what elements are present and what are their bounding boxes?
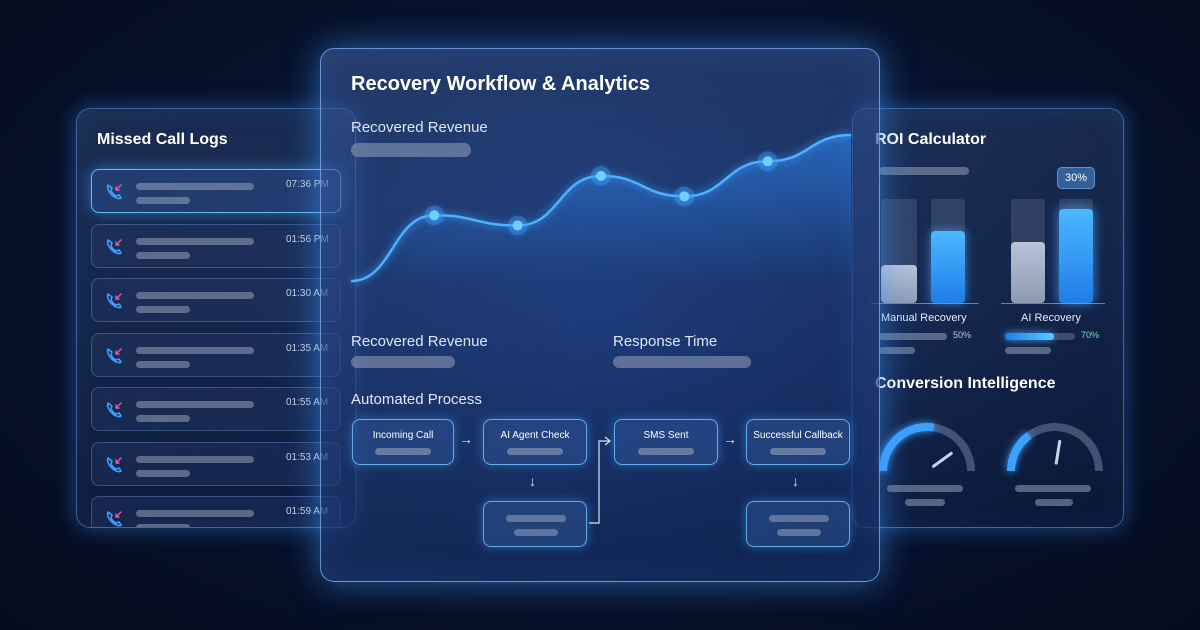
missed-call-icon bbox=[106, 293, 122, 309]
missed-call-icon bbox=[106, 347, 122, 363]
chart-point bbox=[596, 170, 606, 181]
missed-call-logs-panel: Missed Call Logs 07:36 PM 01:56 PM 01:30 A… bbox=[76, 108, 356, 528]
ai-bar-fill-2 bbox=[1059, 209, 1093, 303]
call-time: 01:56 PM bbox=[286, 233, 329, 245]
response-time-label: Response Time bbox=[613, 333, 718, 350]
branch-bar-1 bbox=[506, 515, 566, 522]
arrow-right-1: → bbox=[459, 431, 473, 447]
step-successful-callback-label: Successful Callback bbox=[753, 430, 843, 441]
caller-name-placeholder bbox=[136, 292, 254, 299]
manual-percent-label: 50% bbox=[953, 330, 972, 340]
callback-branch-bar-2 bbox=[777, 529, 821, 536]
step-sms-sent-bar bbox=[638, 448, 694, 455]
chart-markers bbox=[424, 151, 778, 236]
chart-point bbox=[512, 220, 523, 231]
step-ai-agent-check-label: AI Agent Check bbox=[500, 430, 570, 441]
caller-name-placeholder bbox=[136, 183, 254, 190]
conversion-gauges bbox=[879, 423, 1103, 506]
caller-name-placeholder bbox=[136, 346, 254, 354]
manual-bar-fill-1 bbox=[881, 265, 917, 303]
recovered-revenue-label: Recovered Revenue bbox=[351, 333, 488, 350]
manual-baseline bbox=[871, 303, 979, 304]
caller-name-placeholder bbox=[136, 455, 254, 463]
arrow-right-2: → bbox=[723, 431, 737, 447]
caller-detail-placeholder bbox=[136, 197, 190, 204]
missed-call-icon bbox=[106, 184, 122, 200]
callback-branch-bar-1 bbox=[769, 515, 829, 522]
chart-point bbox=[429, 210, 440, 221]
automated-process-title: Automated Process bbox=[351, 391, 482, 408]
step-ai-agent-check[interactable]: AI Agent Check bbox=[483, 419, 587, 465]
branch-bar-2 bbox=[514, 529, 558, 536]
caller-detail-placeholder bbox=[136, 251, 190, 259]
missed-call-row[interactable]: 01:56 PM bbox=[91, 223, 341, 268]
missed-call-icon bbox=[106, 511, 122, 527]
roi-calculator-panel: ROI Calculator Manual Recovery 50% 30% A… bbox=[852, 108, 1124, 528]
ai-sub-bar bbox=[1005, 347, 1051, 354]
gauge-2 bbox=[1007, 423, 1103, 506]
arrow-down-2: ↓ bbox=[792, 473, 799, 489]
recovered-revenue-value-placeholder bbox=[351, 356, 455, 368]
missed-call-icon bbox=[106, 238, 122, 254]
manual-bar-fill-2 bbox=[931, 231, 965, 303]
missed-call-row[interactable]: 01:53 AM bbox=[91, 441, 341, 486]
arrow-down-1: ↓ bbox=[529, 473, 536, 489]
missed-call-row[interactable]: 01:59 AM bbox=[91, 496, 341, 527]
caller-detail-placeholder bbox=[136, 469, 190, 477]
caller-detail-placeholder bbox=[136, 415, 190, 422]
chart-label: Recovered Revenue bbox=[351, 119, 488, 136]
caller-name-placeholder bbox=[136, 401, 254, 408]
manual-progress-track bbox=[879, 333, 947, 340]
missed-call-logs-title: Missed Call Logs bbox=[97, 131, 228, 148]
caller-detail-placeholder bbox=[136, 360, 190, 368]
missed-call-row[interactable]: 07:36 PM bbox=[91, 169, 341, 213]
step-sms-sent[interactable]: SMS Sent bbox=[614, 419, 718, 465]
roi-subtitle-placeholder bbox=[879, 167, 969, 175]
call-time: 01:59 AM bbox=[286, 506, 329, 517]
chart-point bbox=[762, 156, 773, 167]
chart-area-fill bbox=[351, 135, 851, 281]
missed-call-icon bbox=[106, 402, 122, 418]
missed-call-row[interactable]: 01:30 AM bbox=[91, 278, 341, 322]
ai-percent-label: 70% bbox=[1081, 330, 1100, 340]
ai-progress-fill bbox=[1005, 333, 1054, 340]
call-time: 07:36 PM bbox=[286, 179, 329, 190]
step-ai-agent-check-bar bbox=[507, 448, 563, 455]
step-ai-agent-branch[interactable] bbox=[483, 501, 587, 547]
step-successful-callback-bar bbox=[770, 448, 826, 455]
recovery-workflow-title: Recovery Workflow & Analytics bbox=[351, 73, 650, 95]
step-sms-sent-label: SMS Sent bbox=[643, 430, 689, 441]
step-successful-callback[interactable]: Successful Callback bbox=[746, 419, 850, 465]
step-incoming-call-label: Incoming Call bbox=[372, 430, 434, 441]
chart-value-placeholder bbox=[351, 143, 471, 157]
call-time: 01:30 AM bbox=[286, 288, 329, 299]
ai-baseline bbox=[1001, 303, 1105, 304]
revenue-area-chart bbox=[350, 133, 852, 283]
ai-bar-fill-1 bbox=[1011, 242, 1045, 303]
missed-call-icon bbox=[106, 456, 122, 472]
step-incoming-call[interactable]: Incoming Call bbox=[352, 419, 454, 465]
chart-point bbox=[679, 191, 690, 202]
gauge-1 bbox=[879, 423, 975, 506]
manual-recovery-label: Manual Recovery bbox=[881, 312, 967, 324]
call-time: 01:53 AM bbox=[286, 451, 329, 463]
missed-call-row[interactable]: 01:55 AM bbox=[91, 387, 341, 431]
caller-name-placeholder bbox=[136, 510, 254, 517]
conversion-intelligence-title: Conversion Intelligence bbox=[875, 375, 1056, 392]
caller-detail-placeholder bbox=[136, 306, 190, 313]
roi-calculator-title: ROI Calculator bbox=[875, 131, 987, 148]
recovery-workflow-panel: Recovery Workflow & Analytics Recovered … bbox=[320, 48, 880, 582]
call-time: 01:55 AM bbox=[286, 397, 329, 408]
call-time: 01:35 AM bbox=[286, 342, 329, 354]
caller-name-placeholder bbox=[136, 237, 254, 245]
response-time-value-placeholder bbox=[613, 356, 751, 368]
missed-call-row[interactable]: 01:35 AM bbox=[91, 332, 341, 377]
step-incoming-call-bar bbox=[375, 448, 431, 455]
ai-uplift-badge: 30% bbox=[1057, 167, 1095, 189]
ai-recovery-label: AI Recovery bbox=[1021, 312, 1081, 324]
caller-detail-placeholder bbox=[136, 524, 190, 527]
manual-sub-bar bbox=[879, 347, 915, 354]
step-callback-branch[interactable] bbox=[746, 501, 850, 547]
